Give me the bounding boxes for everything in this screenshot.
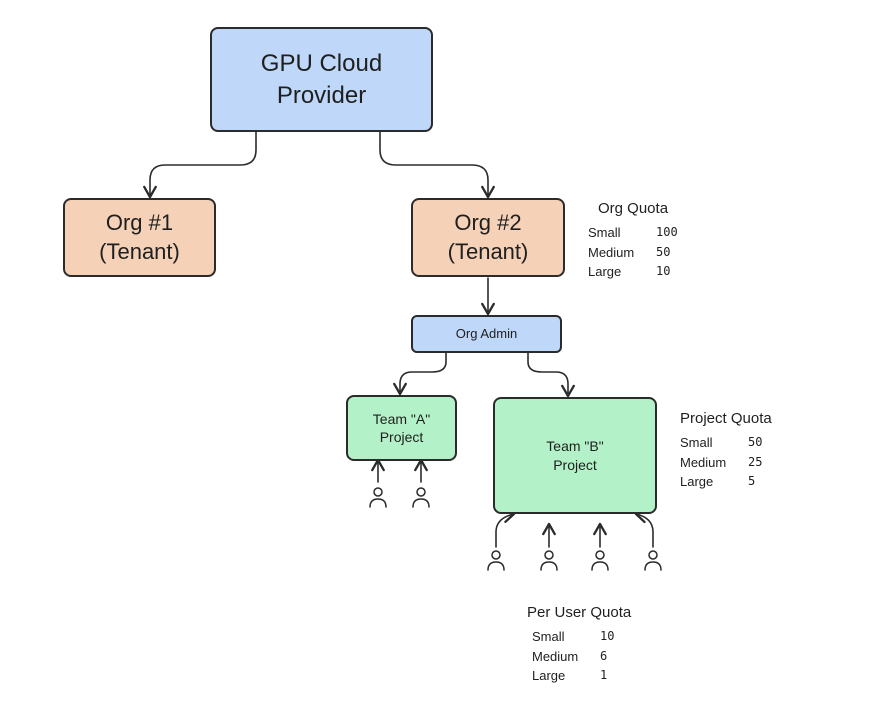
- quota-row: Medium 6: [532, 647, 631, 667]
- org-admin-node: Org Admin: [411, 315, 562, 353]
- quota-row: Medium 25: [680, 453, 772, 473]
- arrow-user-b1: [495, 509, 516, 548]
- quota-title: Project Quota: [680, 410, 772, 427]
- quota-value: 50: [748, 435, 763, 449]
- org-quota-table: Org Quota Small 100 Medium 50 Large 10: [588, 200, 678, 282]
- quota-label: Large: [588, 264, 622, 279]
- user-icon: [644, 550, 662, 571]
- quota-value: 6: [600, 648, 608, 663]
- node-label-line: (Tenant): [447, 238, 529, 264]
- gpu-cloud-provider-node: GPU Cloud Provider: [210, 27, 433, 132]
- quota-row: Large 5: [680, 472, 772, 492]
- arrow-user-b4: [634, 509, 654, 548]
- quota-label: Large: [680, 474, 714, 489]
- node-label-line: Project: [553, 456, 597, 473]
- quota-label: Medium: [680, 454, 727, 470]
- quota-title: Org Quota: [598, 200, 669, 217]
- quota-row: Large 10: [588, 262, 678, 282]
- node-label-line: Project: [379, 429, 424, 445]
- user-icon: [591, 550, 609, 571]
- node-label-line: Team "B": [546, 438, 604, 455]
- quota-row: Small 100: [588, 223, 678, 243]
- user-icon: [369, 487, 387, 508]
- quota-row: Small 10: [532, 627, 631, 647]
- quota-value: 10: [656, 264, 671, 278]
- node-label-line: GPU Cloud: [260, 50, 383, 78]
- quota-value: 50: [656, 244, 671, 259]
- project-quota-table: Project Quota Small 50 Medium 25 Large 5: [680, 410, 772, 492]
- team-a-project-node: Team "A" Project: [346, 395, 457, 461]
- quota-value: 10: [600, 629, 615, 643]
- user-icon: [412, 487, 430, 508]
- arrow-provider-to-org2: [379, 130, 495, 199]
- quota-value: 5: [748, 474, 756, 488]
- node-label-line: (Tenant): [99, 238, 180, 264]
- quota-label: Large: [532, 668, 566, 683]
- quota-value: 25: [748, 454, 763, 469]
- node-label-line: Provider: [276, 81, 367, 109]
- user-icon: [487, 550, 505, 571]
- node-label-line: Org Admin: [455, 325, 518, 341]
- quota-label: Medium: [532, 648, 579, 664]
- quota-label: Small: [588, 225, 621, 240]
- quota-label: Small: [680, 435, 713, 450]
- arrow-admin-to-team-b: [527, 352, 575, 398]
- arrow-admin-to-team-a: [393, 352, 447, 396]
- arrow-provider-to-org1: [143, 130, 257, 199]
- team-b-project-node: Team "B" Project: [493, 397, 657, 514]
- org1-tenant-node: Org #1 (Tenant): [63, 198, 216, 277]
- quota-row: Large 1: [532, 666, 631, 686]
- quota-label: Medium: [588, 244, 635, 260]
- node-label-line: Team "A": [372, 410, 431, 427]
- user-icon: [540, 550, 558, 571]
- quota-row: Medium 50: [588, 243, 678, 263]
- quota-label: Small: [532, 629, 565, 644]
- node-label-line: Org #2: [454, 209, 522, 235]
- quota-value: 1: [600, 668, 608, 682]
- node-label-line: Org #1: [105, 209, 174, 235]
- org2-tenant-node: Org #2 (Tenant): [411, 198, 565, 277]
- quota-value: 100: [656, 225, 678, 239]
- per-user-quota-table: Per User Quota Small 10 Medium 6 Large 1: [527, 604, 631, 686]
- quota-title: Per User Quota: [527, 604, 632, 621]
- quota-row: Small 50: [680, 433, 772, 453]
